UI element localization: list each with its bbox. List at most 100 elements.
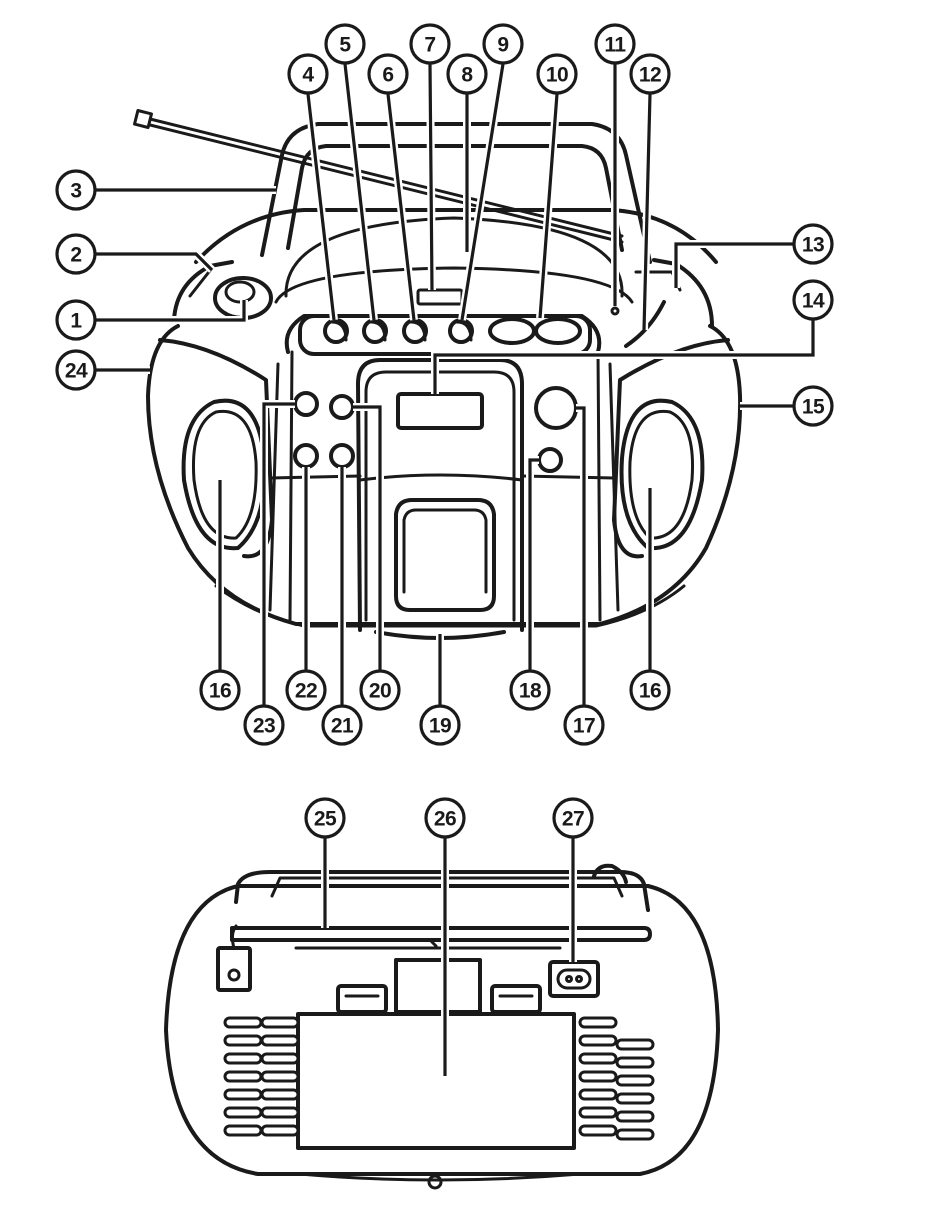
callout-badge bbox=[367, 53, 409, 95]
callout-10: 10 bbox=[536, 53, 578, 319]
callout-21: 21 bbox=[321, 467, 363, 746]
callout-badge bbox=[509, 669, 551, 711]
battery-compartment bbox=[296, 958, 576, 1150]
callout-number: 23 bbox=[253, 715, 275, 738]
leader-line bbox=[528, 458, 539, 670]
callout-badge bbox=[552, 797, 594, 839]
callout-2: 2 bbox=[55, 233, 215, 275]
leader-line bbox=[428, 63, 434, 291]
callout-badge bbox=[424, 797, 466, 839]
right-speaker bbox=[619, 398, 705, 551]
callout-number: 24 bbox=[65, 360, 88, 383]
callout-badge bbox=[304, 797, 346, 839]
callout-badge bbox=[409, 23, 451, 65]
callout-17: 17 bbox=[563, 404, 605, 746]
ac-socket bbox=[548, 960, 600, 998]
callout-25: 25 bbox=[304, 797, 346, 928]
callout-26: 26 bbox=[424, 797, 466, 1076]
callout-badge bbox=[594, 23, 636, 65]
vent-slots-right bbox=[578, 1016, 655, 1141]
callout-number: 3 bbox=[70, 180, 81, 203]
callout-badge bbox=[792, 223, 834, 265]
vent-slots-left bbox=[223, 1016, 300, 1137]
callout-number: 6 bbox=[382, 64, 393, 87]
callout-badge bbox=[55, 233, 97, 275]
control-strip bbox=[268, 314, 620, 622]
callout-3: 3 bbox=[55, 169, 276, 211]
volume-knob bbox=[172, 260, 273, 322]
callout-number: 13 bbox=[802, 234, 824, 257]
display-window bbox=[396, 392, 484, 430]
transport-buttons bbox=[323, 317, 582, 345]
leader-line bbox=[353, 405, 382, 670]
callout-number: 16 bbox=[639, 680, 661, 703]
callout-4: 4 bbox=[287, 53, 338, 321]
callout-number: 10 bbox=[546, 64, 568, 87]
screw bbox=[427, 1174, 443, 1190]
callout-number: 26 bbox=[434, 808, 456, 831]
callout-number: 15 bbox=[802, 396, 825, 419]
callout-number: 22 bbox=[295, 680, 317, 703]
callout-number: 17 bbox=[573, 715, 595, 738]
cabinet-rear bbox=[164, 884, 720, 1176]
callout-badge bbox=[563, 704, 605, 746]
callout-badge bbox=[419, 704, 461, 746]
callout-badge bbox=[243, 704, 285, 746]
callout-number: 9 bbox=[497, 34, 508, 57]
callout-number: 2 bbox=[70, 244, 81, 267]
callout-6: 6 bbox=[367, 53, 418, 321]
callout-number: 16 bbox=[209, 680, 231, 703]
callout-badge bbox=[199, 669, 241, 711]
leader-line bbox=[386, 93, 416, 321]
callout-number: 20 bbox=[369, 680, 391, 703]
callout-24: 24 bbox=[55, 349, 150, 391]
callout-number: 19 bbox=[429, 715, 451, 738]
callout-20: 20 bbox=[353, 403, 401, 711]
callout-number: 21 bbox=[331, 715, 354, 738]
callout-14: 14 bbox=[431, 279, 834, 394]
callout-number: 18 bbox=[519, 680, 542, 703]
callout-badge bbox=[482, 23, 524, 65]
callout-badge bbox=[55, 169, 97, 211]
callout-badge bbox=[285, 669, 327, 711]
callout-badge bbox=[359, 669, 401, 711]
right-top-detail bbox=[624, 258, 714, 348]
callout-badge bbox=[629, 53, 671, 95]
callout-badge bbox=[55, 299, 97, 341]
leader-line bbox=[674, 242, 793, 288]
callout-badge bbox=[792, 385, 834, 427]
leader-line bbox=[576, 406, 586, 705]
callout-number: 7 bbox=[424, 34, 435, 57]
callout-22: 22 bbox=[285, 467, 327, 711]
callout-badge bbox=[536, 53, 578, 95]
callout-16-right: 16 bbox=[629, 488, 671, 711]
callout-7: 7 bbox=[409, 23, 451, 291]
leader-line bbox=[343, 63, 376, 321]
callout-number: 11 bbox=[604, 34, 626, 57]
callout-badge bbox=[629, 669, 671, 711]
leader-line bbox=[306, 93, 336, 321]
callout-27: 27 bbox=[552, 797, 594, 962]
callout-number: 12 bbox=[639, 64, 661, 87]
left-speaker bbox=[181, 398, 267, 551]
callout-5: 5 bbox=[324, 23, 378, 321]
carry-handle bbox=[260, 122, 652, 264]
rear-antenna bbox=[230, 926, 652, 950]
leader-line bbox=[538, 93, 559, 319]
leader-line bbox=[433, 320, 815, 394]
callout-1: 1 bbox=[55, 299, 248, 341]
leader-line bbox=[262, 402, 295, 705]
antenna-mount bbox=[216, 924, 252, 992]
callout-8: 8 bbox=[446, 53, 488, 252]
callout-12: 12 bbox=[629, 53, 671, 331]
callout-23: 23 bbox=[243, 400, 295, 746]
callout-number: 27 bbox=[562, 808, 584, 831]
callout-number: 25 bbox=[314, 808, 337, 831]
callout-number: 5 bbox=[339, 34, 351, 57]
callout-16-left: 16 bbox=[199, 480, 241, 711]
leader-line bbox=[96, 252, 214, 272]
callout-number: 4 bbox=[302, 64, 314, 87]
antenna bbox=[133, 109, 624, 244]
